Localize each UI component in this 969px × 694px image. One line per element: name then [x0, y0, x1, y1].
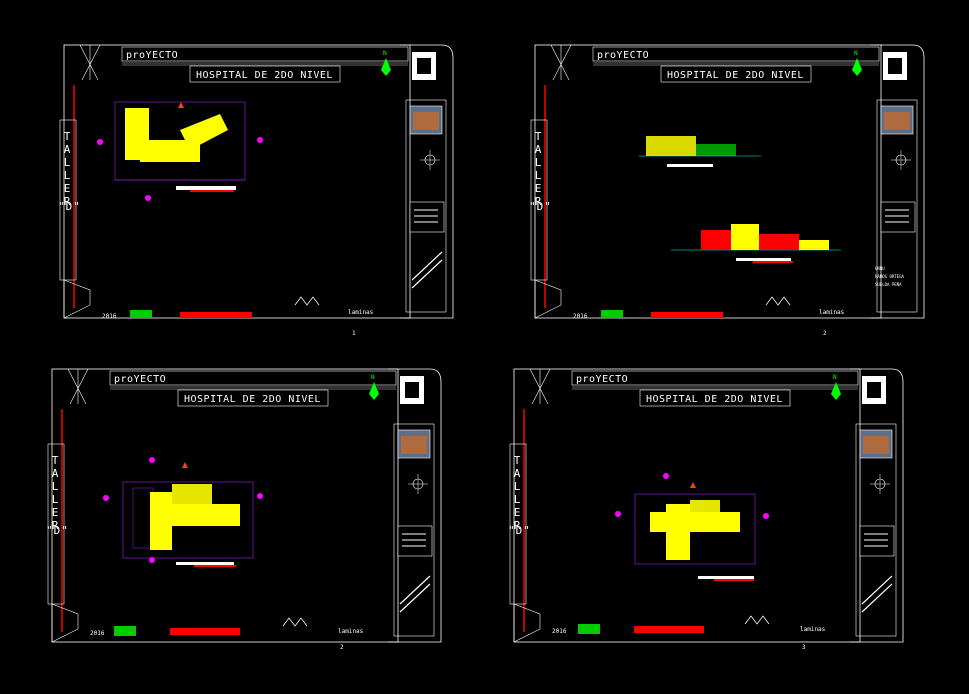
floor-plan-3	[615, 473, 769, 581]
north-label: N	[833, 374, 837, 381]
sheet-title: HOSPITAL DE 2DO NIVEL	[196, 70, 333, 81]
north-label: N	[371, 374, 375, 381]
group-label: "D"	[508, 524, 531, 537]
laminas-label: laminas	[819, 309, 845, 316]
sheet-1-frame	[59, 44, 454, 319]
group-label: "D"	[46, 524, 69, 537]
taller-label: TALLER	[534, 130, 542, 208]
sheet-title: HOSPITAL DE 2DO NIVEL	[667, 70, 804, 81]
laminas-label: laminas	[800, 626, 826, 633]
project-label: proYECTO	[126, 50, 179, 61]
sheet-number: 1	[352, 330, 356, 337]
sheet-4[interactable]: proYECTO HOSPITAL DE 2DO NIVEL TALLER "D…	[500, 364, 920, 664]
year-label: 2016	[90, 630, 105, 637]
sheet-number: 2	[340, 644, 344, 651]
floor-plan-1	[97, 101, 263, 201]
year-label: 2016	[552, 628, 567, 635]
stamp-line-3: SUELDA PEÑA	[875, 282, 902, 287]
project-label: proYECTO	[114, 374, 167, 385]
project-label: proYECTO	[576, 374, 629, 385]
north-label: N	[383, 50, 387, 57]
sheet-4-frame	[509, 368, 904, 643]
stamp-line-1: ONNU	[875, 266, 885, 271]
sheet-number: 2	[823, 330, 827, 337]
laminas-label: laminas	[348, 309, 374, 316]
taller-label: TALLER	[63, 130, 71, 208]
floor-plan-2	[103, 457, 263, 567]
taller-label: TALLER	[513, 454, 521, 532]
elevation-drawing-2	[671, 224, 841, 263]
year-label: 2016	[102, 313, 117, 320]
sheet-title: HOSPITAL DE 2DO NIVEL	[646, 394, 783, 405]
year-label: 2016	[573, 313, 588, 320]
taller-label: TALLER	[51, 454, 59, 532]
stamp-line-2: RAMOS ORTEGA	[875, 274, 904, 279]
sheet-number: 3	[802, 644, 806, 651]
group-label: "D"	[58, 200, 81, 213]
north-label: N	[854, 50, 858, 57]
sheet-3-frame	[47, 368, 442, 643]
sheet-2-frame	[530, 44, 925, 319]
sheet-3[interactable]: proYECTO HOSPITAL DE 2DO NIVEL TALLER "D…	[38, 364, 458, 664]
sheet-2[interactable]: proYECTO HOSPITAL DE 2DO NIVEL TALLER "D…	[521, 40, 941, 340]
elevation-drawing-1	[639, 136, 761, 167]
sheet-1[interactable]: proYECTO HOSPITAL DE 2DO NIVEL TALLER "D…	[50, 40, 470, 340]
project-label: proYECTO	[597, 50, 650, 61]
group-label: "D"	[529, 200, 552, 213]
laminas-label: laminas	[338, 628, 364, 635]
sheet-title: HOSPITAL DE 2DO NIVEL	[184, 394, 321, 405]
